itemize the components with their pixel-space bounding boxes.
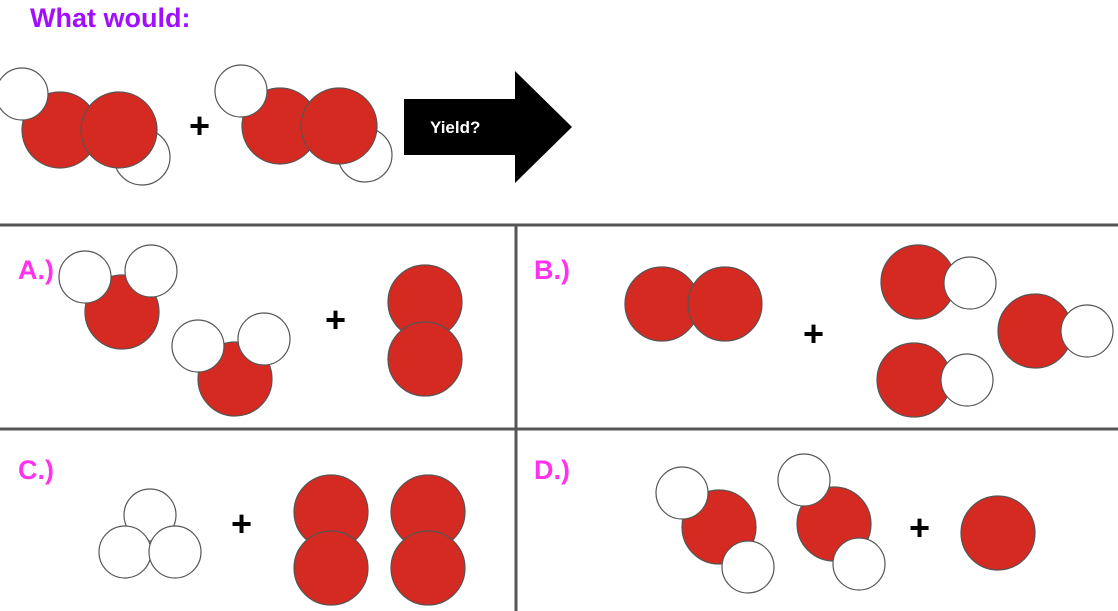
option-c-plus-sign: + [231,503,253,544]
question-title: What would: [30,3,191,33]
hydrogen-atom [148,525,202,579]
hydrogen-atom [0,67,49,121]
oxygen-atom [387,321,463,397]
yield-arrow [404,71,572,183]
oxygen-atom [293,530,369,606]
hydrogen-atom [655,466,709,520]
oxygen-atom [80,91,158,169]
hydrogen-atom [98,525,152,579]
hydrogen-atom [1060,304,1114,358]
hydrogen-atom [124,244,178,298]
option-d-label: D.) [534,455,570,485]
option-d-plus-sign: + [909,507,931,548]
hydrogen-atom [237,312,291,366]
option-c-label: C.) [18,455,54,485]
hydrogen-atom [832,537,886,591]
option-b-label: B.) [534,255,570,285]
oxygen-atom [390,530,466,606]
option-b-molecules [624,244,1114,418]
hydrogen-atom [214,64,268,118]
option-a-plus-sign: + [325,299,347,340]
hydrogen-atom [171,319,225,373]
option-d-molecules [655,453,1036,594]
reactants-row [0,64,393,186]
oxygen-atom [687,266,763,342]
answer-grid [0,223,1118,611]
hydrogen-atom [943,256,997,310]
oxygen-atom [300,87,378,165]
oxygen-atom [876,342,952,418]
reactant-plus-sign: + [189,105,211,146]
hydrogen-atom [721,540,775,594]
option-a-molecules [58,244,463,417]
option-b-plus-sign: + [803,313,825,354]
hydrogen-atom [58,250,112,304]
option-c-molecules [98,474,466,606]
option-a-label: A.) [18,255,54,285]
hydrogen-atom [123,488,177,542]
hydrogen-atom [777,453,831,507]
oxygen-atom [960,495,1036,571]
yield-arrow-label: Yield? [430,118,481,137]
hydrogen-atom [940,353,994,407]
